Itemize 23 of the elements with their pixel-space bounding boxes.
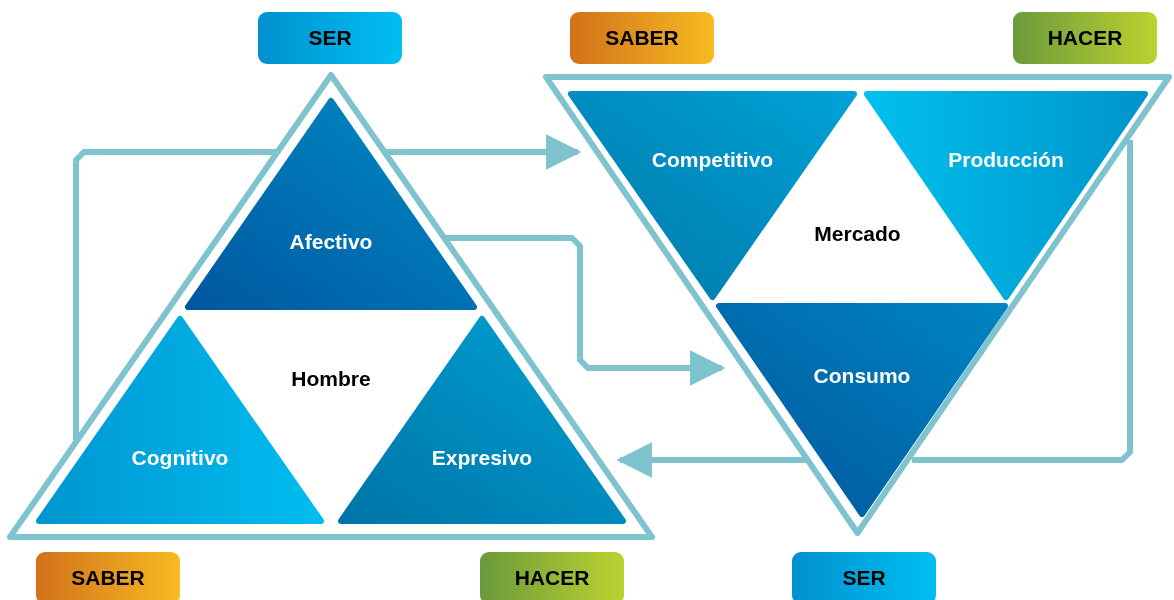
tag-label: HACER [514, 566, 590, 590]
tag-box [792, 552, 936, 600]
tag-label: SABER [605, 26, 679, 50]
tag-box [570, 12, 714, 64]
arrow [616, 137, 1133, 478]
tag-label: SER [842, 566, 886, 590]
triangle-label: Mercado [814, 222, 901, 246]
triangle-label: Competitivo [651, 148, 774, 172]
arrow [446, 235, 726, 386]
tag-box [1013, 12, 1157, 64]
tag-box [36, 552, 180, 600]
triangle-label: Hombre [291, 367, 371, 391]
tag-label: SER [308, 26, 352, 50]
triangle-label: Cognitivo [131, 446, 229, 470]
arrow [73, 134, 582, 443]
tag-box [258, 12, 402, 64]
tag-label: SABER [71, 566, 145, 590]
triangle-label: Producción [948, 148, 1064, 172]
triangle-label: Afectivo [289, 230, 373, 254]
triangle-label: Expresivo [431, 446, 533, 470]
triangle-label: Consumo [813, 364, 911, 388]
tag-label: HACER [1047, 26, 1123, 50]
tag-box [480, 552, 624, 600]
